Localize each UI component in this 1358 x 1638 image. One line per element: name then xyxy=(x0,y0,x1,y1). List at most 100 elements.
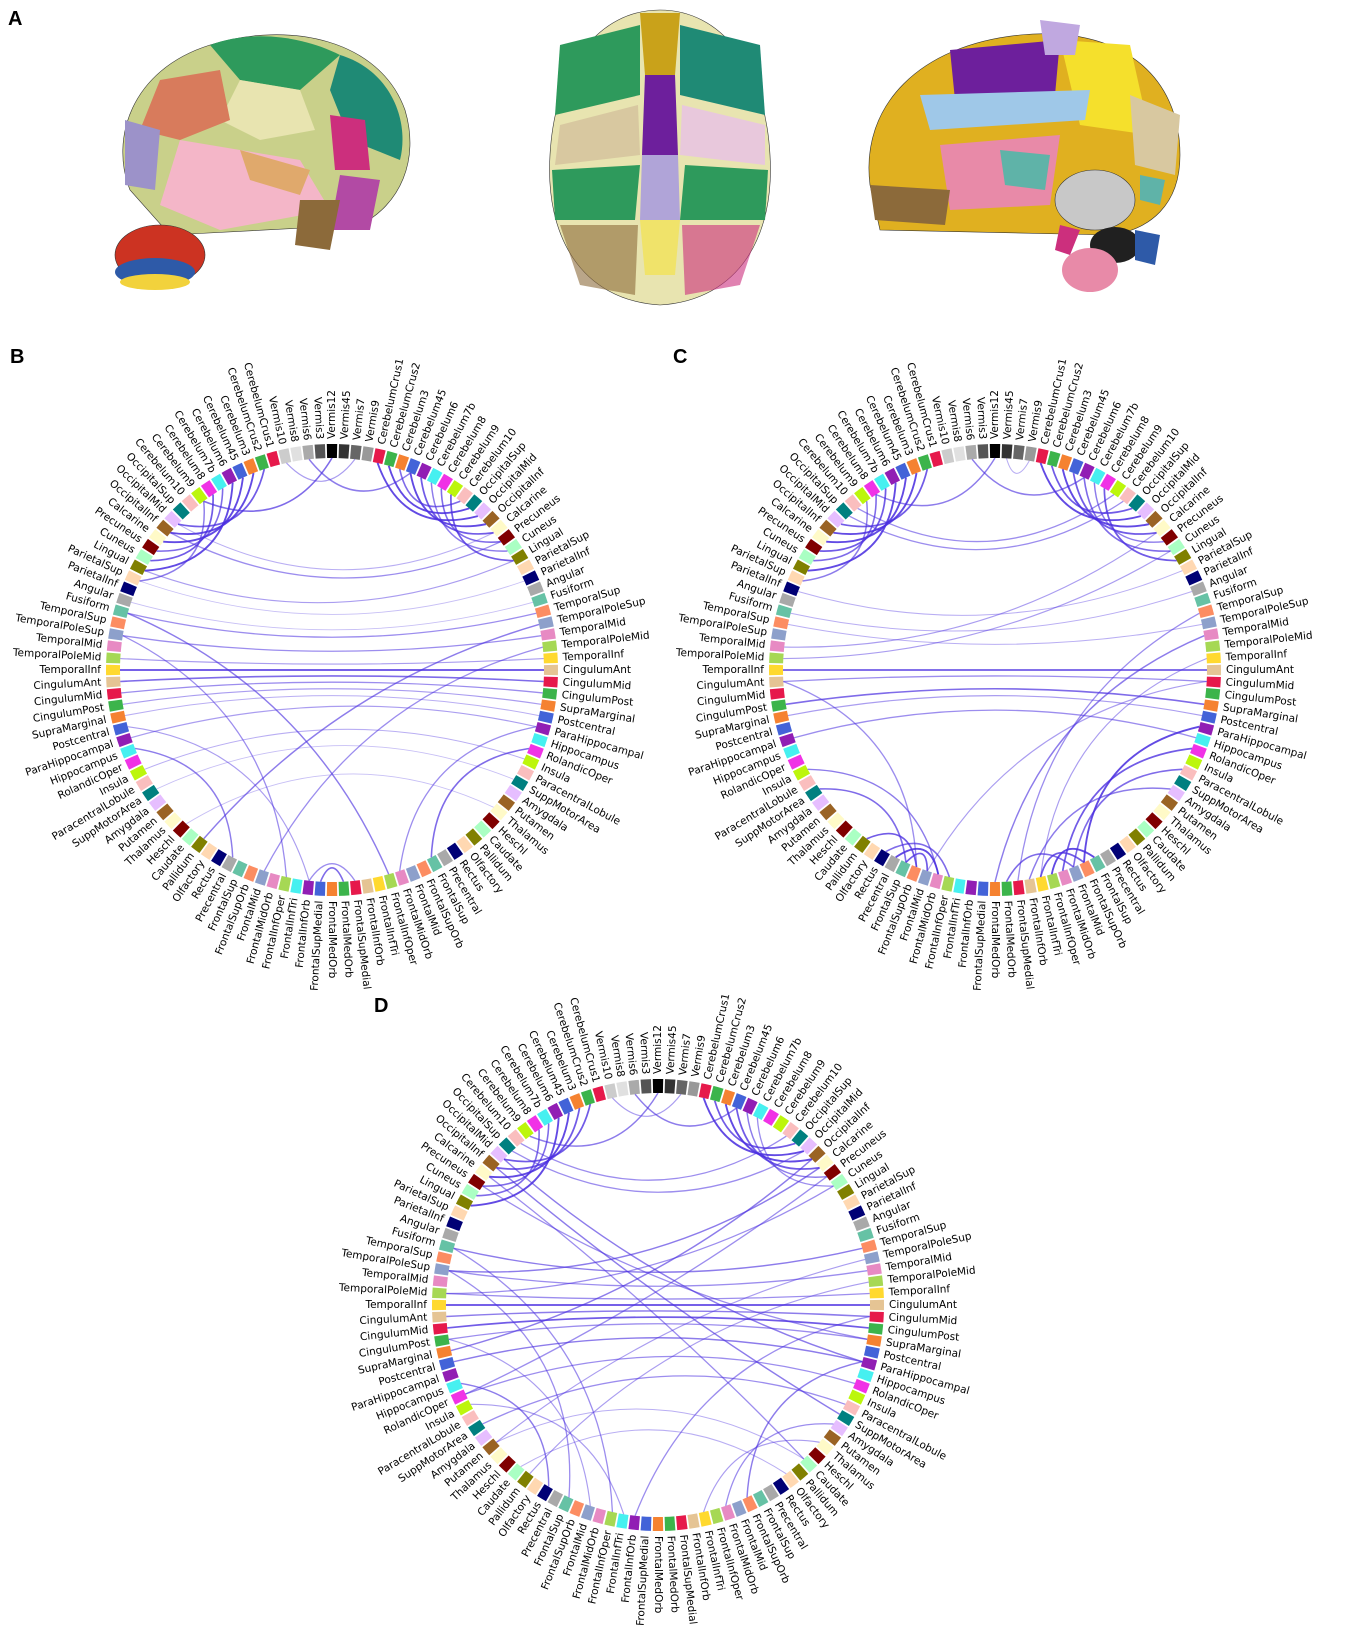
panel-letter-d: D xyxy=(374,995,389,1017)
region-segment xyxy=(895,860,911,878)
region-segment xyxy=(857,1227,874,1242)
region-segment xyxy=(1160,529,1179,546)
region-segment xyxy=(1206,676,1221,688)
region-segment xyxy=(172,820,190,838)
region-segment xyxy=(763,1108,779,1126)
region-segment xyxy=(438,1356,456,1371)
region-segment xyxy=(112,721,130,736)
region-segment xyxy=(1194,733,1211,748)
connection-edge xyxy=(1083,477,1171,552)
region-segment xyxy=(1197,721,1215,736)
region-segment xyxy=(511,549,529,565)
connection-edge xyxy=(807,768,939,875)
connection-edge xyxy=(634,1315,870,1516)
region-segment xyxy=(1100,849,1116,867)
region-segment xyxy=(853,1378,870,1394)
region-segment xyxy=(1203,628,1219,641)
connection-edge xyxy=(453,1337,863,1363)
connection-edge xyxy=(130,601,534,631)
region-segment xyxy=(497,794,516,811)
region-segment xyxy=(526,1115,544,1133)
region-segment xyxy=(772,1477,790,1495)
region-segment xyxy=(437,849,453,867)
region-segment xyxy=(742,1495,758,1513)
connection-edge xyxy=(787,695,1203,717)
region-segment xyxy=(769,652,784,664)
region-segment xyxy=(1167,538,1185,556)
region-segment xyxy=(953,878,966,894)
region-segment xyxy=(771,699,787,712)
region-segment xyxy=(1058,869,1073,886)
region-segment xyxy=(837,1184,855,1200)
connectivity-chord-b: CerebelumCrus1CerebelumCrus2Cerebelum3Ce… xyxy=(12,357,651,991)
region-segment xyxy=(664,1079,676,1094)
region-segment xyxy=(547,1102,564,1121)
region-label: Vermis45 xyxy=(1002,390,1017,440)
region-segment xyxy=(290,446,303,462)
region-segment xyxy=(543,652,558,664)
connection-edge xyxy=(1005,458,1030,474)
region-segment xyxy=(516,764,535,781)
region-segment xyxy=(474,820,492,838)
region-segment xyxy=(848,1205,866,1221)
connection-edge xyxy=(746,1112,827,1178)
region-segment xyxy=(811,529,830,546)
region-segment xyxy=(763,1484,779,1502)
region-segment xyxy=(827,812,845,830)
connection-edge xyxy=(520,1135,787,1181)
connection-edge xyxy=(857,493,1115,543)
region-segment xyxy=(1190,581,1207,597)
region-segment xyxy=(432,1287,447,1299)
connection-edge xyxy=(826,477,907,544)
region-segment xyxy=(769,664,784,676)
region-segment xyxy=(1145,510,1163,528)
region-segment xyxy=(504,538,522,556)
connection-edge xyxy=(447,1316,869,1329)
region-segment xyxy=(426,854,443,873)
region-label: Vermis3 xyxy=(974,397,988,440)
region-segment xyxy=(1089,854,1106,873)
region-segment xyxy=(1013,880,1025,896)
region-segment xyxy=(537,710,554,724)
panel-letter-c: C xyxy=(673,346,688,368)
region-segment xyxy=(461,1410,479,1426)
region-segment xyxy=(148,794,167,811)
connection-edge xyxy=(308,863,356,882)
region-segment xyxy=(687,1081,700,1097)
region-segment xyxy=(468,1173,486,1191)
connection-edge xyxy=(503,1158,863,1363)
region-segment xyxy=(1153,519,1171,537)
region-segment xyxy=(854,486,871,505)
region-segment xyxy=(830,1173,848,1191)
region-segment xyxy=(819,519,837,537)
region-segment xyxy=(1205,640,1221,652)
connection-edge xyxy=(121,681,543,694)
connection-edge xyxy=(130,705,537,739)
region-segment xyxy=(816,1438,834,1456)
region-label: Vermis7 xyxy=(351,398,367,441)
connection-edge xyxy=(802,501,868,582)
region-segment xyxy=(108,699,124,712)
region-segment xyxy=(953,446,966,462)
region-segment xyxy=(135,549,153,565)
region-label: FrontalMedOrb xyxy=(989,901,1001,979)
region-label: TemporalPoleMid xyxy=(338,1282,428,1299)
region-label: CingulumAnt xyxy=(33,677,102,693)
region-segment xyxy=(211,473,227,491)
region-segment xyxy=(874,473,890,491)
region-segment xyxy=(372,875,386,892)
region-segment xyxy=(863,1345,880,1359)
region-label: FrontalMedOrb xyxy=(339,900,355,978)
region-segment xyxy=(135,775,153,791)
region-segment xyxy=(604,1510,618,1527)
connection-edge xyxy=(127,726,310,881)
connection-edge xyxy=(470,1403,625,1515)
region-segment xyxy=(112,604,130,619)
region-segment xyxy=(941,875,955,892)
region-segment xyxy=(531,592,548,607)
region-segment xyxy=(540,628,556,641)
region-segment xyxy=(592,1507,607,1525)
connection-edge xyxy=(1061,747,1193,872)
connection-edge xyxy=(1061,468,1150,528)
region-segment xyxy=(405,865,421,882)
